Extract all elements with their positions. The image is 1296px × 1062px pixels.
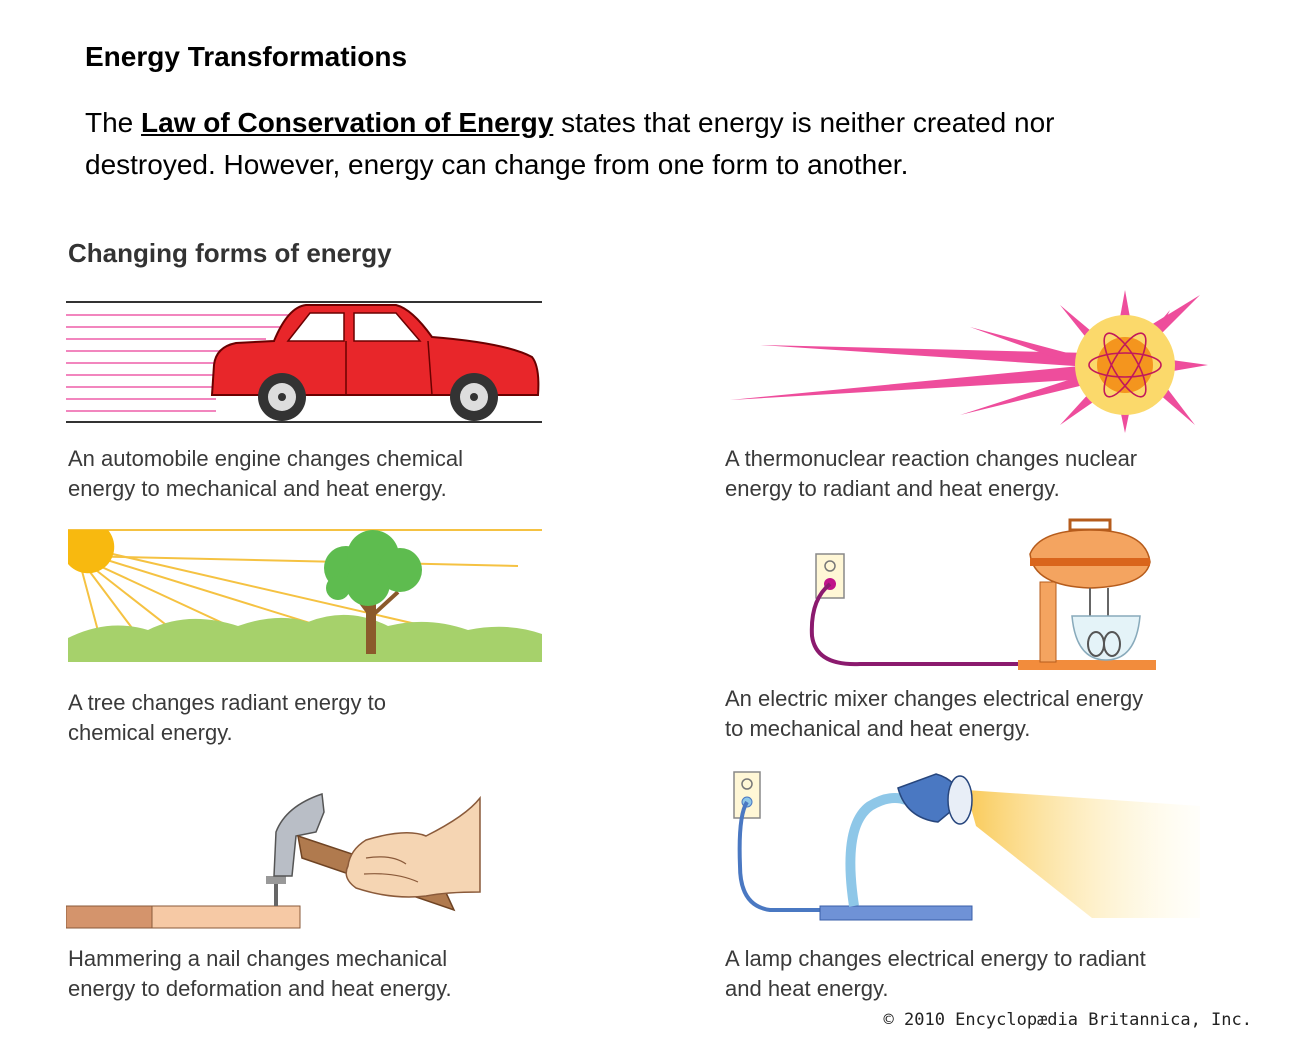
intro-prefix: The: [85, 107, 142, 138]
tree-caption-line2: chemical energy.: [68, 720, 233, 745]
car-caption-line1: An automobile engine changes chemical: [68, 446, 464, 471]
document-title: Energy Transformations: [85, 41, 408, 72]
intro-line1-rest: states that energy is neither created no…: [553, 107, 1055, 138]
hammer-icon: [66, 792, 481, 929]
sun-nuclear-icon: [730, 290, 1208, 433]
mixer-caption: An electric mixer changes electrical ene…: [725, 684, 1143, 744]
car-icon: [66, 301, 542, 423]
mixer-caption-line1: An electric mixer changes electrical ene…: [725, 686, 1144, 711]
law-of-conservation-link[interactable]: Law of Conservation of Energy: [141, 107, 554, 138]
lamp-caption-line1: A lamp changes electrical energy to radi…: [725, 946, 1146, 971]
car-caption: An automobile engine changes chemical en…: [68, 444, 463, 504]
car-caption-line2: energy to mechanical and heat energy.: [68, 476, 447, 501]
figure-title: Changing forms of energy: [68, 238, 392, 268]
sun-caption-line2: energy to radiant and heat energy.: [725, 476, 1060, 501]
copyright-credit: © 2010 Encyclopædia Britannica, Inc.: [883, 1010, 1252, 1030]
hammer-caption-line1: Hammering a nail changes mechanical: [68, 946, 448, 971]
lamp-caption: A lamp changes electrical energy to radi…: [725, 944, 1146, 1004]
mixer-caption-line2: to mechanical and heat energy.: [725, 716, 1031, 741]
intro-paragraph: The Law of Conservation of Energy states…: [85, 102, 1125, 186]
lamp-caption-line2: and heat energy.: [725, 976, 889, 1001]
sun-caption-line1: A thermonuclear reaction changes nuclear: [725, 446, 1138, 471]
tree-caption: A tree changes radiant energy to chemica…: [68, 688, 386, 748]
lamp-icon: [733, 771, 1200, 921]
hammer-caption-line2: energy to deformation and heat energy.: [68, 976, 452, 1001]
tree-icon: [68, 529, 542, 662]
mixer-icon: [809, 518, 1156, 670]
sun-caption: A thermonuclear reaction changes nuclear…: [725, 444, 1137, 504]
intro-line2: destroyed. However, energy can change fr…: [85, 149, 909, 180]
tree-caption-line1: A tree changes radiant energy to: [68, 690, 386, 715]
hammer-caption: Hammering a nail changes mechanical ener…: [68, 944, 452, 1004]
